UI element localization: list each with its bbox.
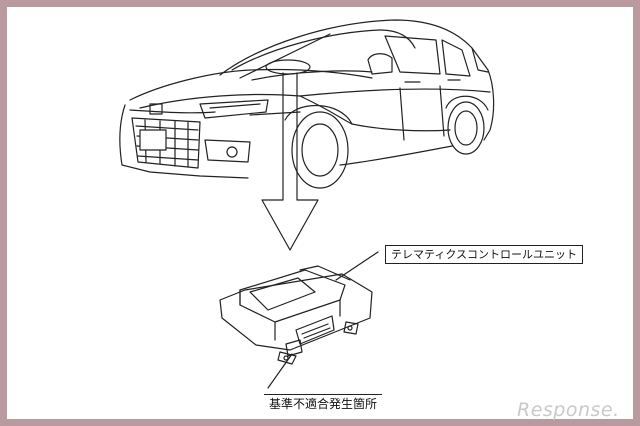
- telematics-unit-label: テレマティクスコントロールユニット: [385, 245, 584, 264]
- watermark-logo: Response.: [517, 399, 620, 421]
- car-illustration: [119, 19, 495, 189]
- diagram-frame: テレマティクスコントロールユニット 基準不適合発生箇所 Response.: [7, 7, 633, 421]
- defect-leader-line: [267, 353, 293, 389]
- recall-diagram: [119, 19, 495, 389]
- location-arrow: [261, 72, 319, 251]
- unit-leader-line: [335, 251, 379, 281]
- defect-location-label: 基準不適合発生箇所: [264, 394, 383, 413]
- telematics-control-unit: [219, 265, 373, 365]
